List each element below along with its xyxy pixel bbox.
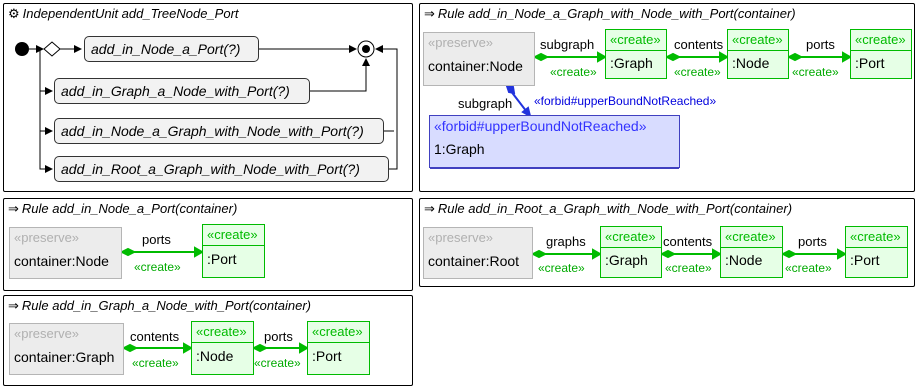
node-name: 1:Graph [434, 141, 485, 157]
edge-label-graphs: graphs [546, 234, 586, 249]
edge-stereotype-create: «create» [785, 261, 832, 275]
node-name: container:Node [14, 253, 109, 269]
node-name: :Node [725, 252, 763, 268]
node-container-node[interactable]: «preserve» container:Node [9, 227, 122, 279]
stereotype-create: «create» [850, 229, 901, 244]
edge-stereotype-create: «create» [550, 65, 597, 79]
edge-label-ports: ports [798, 234, 827, 249]
independent-unit-panel: ⚙IndependentUnit add_TreeNode_Port add_i… [3, 3, 413, 192]
rule-node-port-title-text: Rule add_in_Node_a_Port(container) [21, 201, 238, 216]
rule-arrow-icon: ⇒ [424, 201, 435, 216]
node-name: container:Root [428, 253, 520, 269]
unit-title: ⚙IndependentUnit add_TreeNode_Port [8, 6, 239, 22]
node-name: :Port [855, 55, 885, 71]
rule-root-title-text: Rule add_in_Root_a_Graph_with_Node_with_… [437, 201, 793, 216]
node-port[interactable]: «create» :Port [202, 224, 265, 278]
action-add-in-node-a-port[interactable]: add_in_Node_a_Port(?) [84, 36, 259, 62]
rule-arrow-icon: ⇒ [424, 6, 435, 21]
rule-arrow-icon: ⇒ [8, 201, 19, 216]
unit-title-text: IndependentUnit add_TreeNode_Port [22, 6, 239, 21]
action-add-in-root-a-graph-with-node-with-port[interactable]: add_in_Root_a_Graph_with_Node_with_Port(… [54, 156, 389, 182]
stereotype-create: «create» [312, 324, 363, 339]
rule-node-graph-edges [505, 51, 853, 119]
stereotype-create: «create» [855, 32, 906, 47]
stereotype-preserve: «preserve» [14, 230, 80, 245]
edge-stereotype-create: «create» [254, 356, 301, 370]
node-graph[interactable]: «create» :Graph [600, 226, 662, 278]
edge-label-contents: contents [663, 234, 713, 249]
rule-graph-panel: ⇒Rule add_in_Graph_a_Node_with_Port(cont… [3, 295, 413, 386]
unit-flow-edges [15, 40, 398, 173]
node-port[interactable]: «create» :Port [845, 226, 908, 278]
rule-root-edges [530, 248, 848, 260]
rule-node-port-edges [119, 246, 205, 258]
node-name: :Port [850, 252, 880, 268]
rule-node-graph-panel: ⇒Rule add_in_Node_a_Graph_with_Node_with… [419, 3, 915, 192]
node-container-node[interactable]: «preserve» container:Node [423, 32, 535, 86]
node-node[interactable]: «create» :Node [720, 226, 783, 278]
stereotype-create: «create» [610, 32, 661, 47]
action-add-in-graph-a-node-with-port[interactable]: add_in_Graph_a_Node_with_Port(?) [54, 78, 310, 104]
rule-graph-title: ⇒Rule add_in_Graph_a_Node_with_Port(cont… [8, 298, 311, 314]
stereotype-create: «create» [725, 229, 776, 244]
node-port[interactable]: «create» :Port [307, 321, 370, 375]
action-add-in-node-a-graph-with-node-with-port[interactable]: add_in_Node_a_Graph_with_Node_with_Port(… [54, 118, 384, 144]
edge-stereotype-create: «create» [538, 261, 585, 275]
node-name: :Port [312, 348, 342, 364]
edge-label-ports: ports [142, 232, 171, 247]
edge-stereotype-create: «create» [792, 65, 839, 79]
node-port[interactable]: «create» :Port [850, 29, 912, 79]
node-name: :Node [196, 348, 234, 364]
edge-stereotype-forbid: «forbid#upperBoundNotReached» [534, 94, 717, 108]
rule-node-graph-title-text: Rule add_in_Node_a_Graph_with_Node_with_… [437, 6, 796, 21]
node-name: :Node [732, 55, 770, 71]
node-container-graph[interactable]: «preserve» container:Graph [9, 323, 124, 375]
node-container-root[interactable]: «preserve» container:Root [423, 227, 533, 279]
rule-graph-edges [121, 342, 310, 354]
stereotype-preserve: «preserve» [428, 230, 494, 245]
node-node[interactable]: «create» :Node [727, 29, 789, 79]
node-graph[interactable]: «create» :Graph [605, 29, 667, 79]
rule-node-graph-title: ⇒Rule add_in_Node_a_Graph_with_Node_with… [424, 6, 796, 22]
rule-node-port-title: ⇒Rule add_in_Node_a_Port(container) [8, 201, 237, 217]
stereotype-create: «create» [732, 32, 783, 47]
stereotype-create: «create» [605, 229, 656, 244]
decision-node [43, 41, 61, 57]
edge-stereotype-create: «create» [674, 65, 721, 79]
stereotype-create: «create» [196, 324, 247, 339]
node-name: :Graph [605, 252, 648, 268]
edge-label-subgraph: subgraph [540, 37, 595, 52]
stereotype-preserve: «preserve» [428, 35, 494, 50]
edge-label-contents: contents [130, 329, 180, 344]
edge-stereotype-create: «create» [132, 356, 179, 370]
edge-label-subgraph-forbid: subgraph [458, 96, 513, 111]
unit-icon: ⚙ [8, 6, 20, 21]
final-node [362, 45, 370, 53]
node-name: :Graph [610, 55, 653, 71]
rule-root-panel: ⇒Rule add_in_Root_a_Graph_with_Node_with… [419, 198, 915, 287]
node-forbid-graph[interactable]: «forbid#upperBoundNotReached» 1:Graph [429, 115, 680, 169]
edge-label-ports: ports [806, 37, 835, 52]
rule-root-title: ⇒Rule add_in_Root_a_Graph_with_Node_with… [424, 201, 792, 217]
initial-node [15, 42, 29, 56]
edge-stereotype-create: «create» [134, 260, 181, 274]
stereotype-preserve: «preserve» [14, 326, 80, 341]
node-node[interactable]: «create» :Node [191, 321, 254, 375]
node-name: container:Node [428, 58, 523, 74]
stereotype-forbid: «forbid#upperBoundNotReached» [434, 118, 647, 134]
rule-node-port-panel: ⇒Rule add_in_Node_a_Port(container) «pre… [3, 198, 413, 291]
node-name: container:Graph [14, 349, 115, 365]
node-name: :Port [207, 251, 237, 267]
rule-arrow-icon: ⇒ [8, 298, 19, 313]
edge-stereotype-create: «create» [665, 261, 712, 275]
edge-label-ports: ports [264, 329, 293, 344]
edge-label-contents: contents [674, 37, 724, 52]
rule-graph-title-text: Rule add_in_Graph_a_Node_with_Port(conta… [21, 298, 311, 313]
stereotype-create: «create» [207, 227, 258, 242]
